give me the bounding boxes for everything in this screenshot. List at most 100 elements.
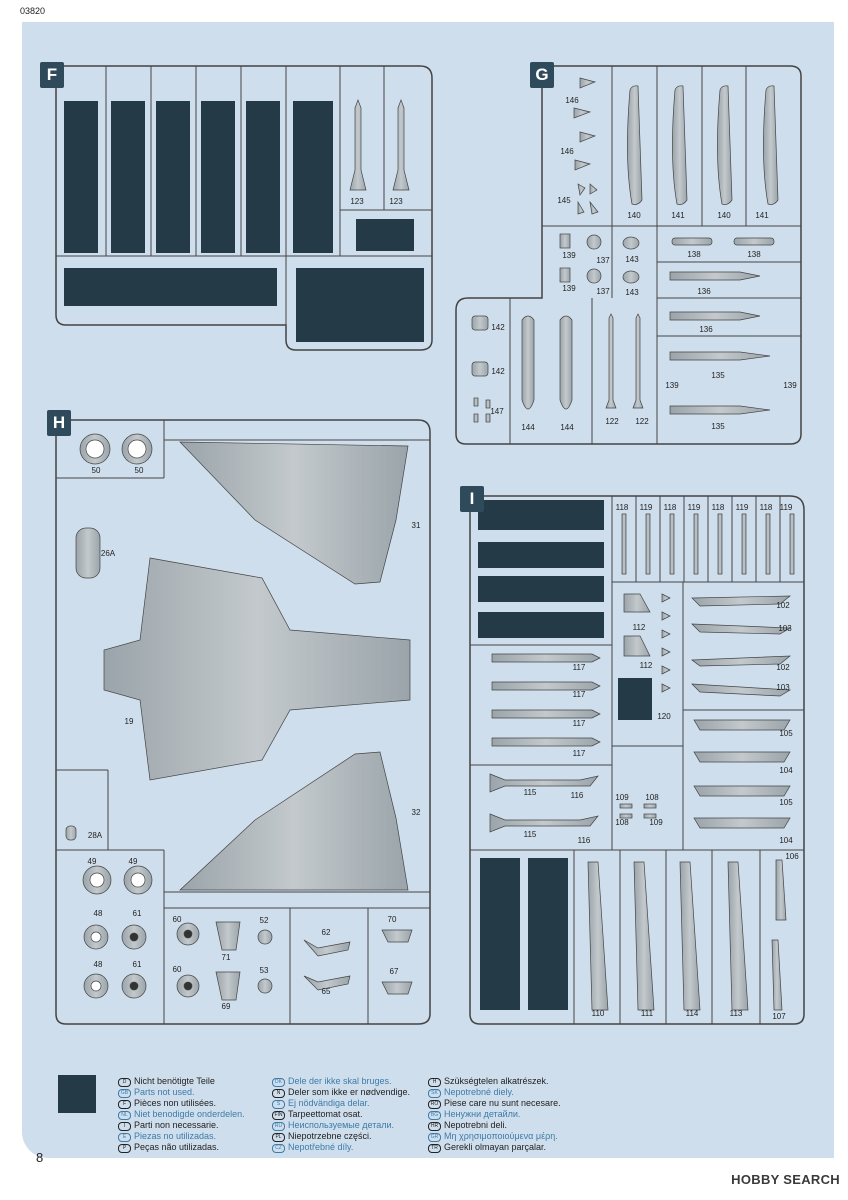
- part-number-label: 144: [560, 423, 574, 432]
- part-number-label: 115: [524, 830, 537, 839]
- part-number-label: 49: [88, 857, 97, 866]
- legend-text: Неиспользуемые детали.: [288, 1120, 395, 1130]
- part-number-label: 146: [560, 147, 574, 156]
- sprue-f-missiles: [349, 99, 410, 191]
- part-number-label: 123: [389, 197, 403, 206]
- part-number-label: 135: [711, 422, 725, 431]
- part-number-label: 102: [776, 663, 790, 672]
- language-badge: PL: [272, 1133, 285, 1142]
- part-number-label: 142: [491, 323, 505, 332]
- part-number-label: 112: [640, 661, 653, 670]
- part-number-label: 119: [688, 503, 701, 512]
- part-number-label: 113: [730, 1009, 743, 1018]
- legend-text: Parti non necessarie.: [134, 1120, 219, 1130]
- part-number-label: 136: [697, 287, 711, 296]
- part-number-label: 62: [322, 928, 331, 937]
- legend-text: Nepotrebné diely.: [444, 1087, 514, 1097]
- part-number-label: 105: [779, 729, 793, 738]
- legend-text: Ej nödvändiga delar.: [288, 1098, 370, 1108]
- language-badge: NL: [118, 1111, 131, 1120]
- part-number-label: 19: [125, 717, 134, 726]
- part-number-label: 117: [573, 690, 586, 699]
- legend-text: Nepotrebni deli.: [444, 1120, 508, 1130]
- legend-text: Parts not used.: [134, 1087, 195, 1097]
- part-number-label: 26A: [101, 549, 116, 558]
- language-badge: GR: [428, 1133, 441, 1142]
- part-number-label: 69: [222, 1002, 231, 1011]
- part-number-label: 106: [785, 852, 799, 861]
- part-number-label: 139: [562, 284, 576, 293]
- language-badge: TR: [428, 1144, 441, 1153]
- unused-parts-swatch: [58, 1075, 96, 1113]
- part-number-label: 60: [173, 915, 182, 924]
- part-number-label: 28A: [88, 831, 103, 840]
- legend-text: Tarpeettomat osat.: [288, 1109, 363, 1119]
- language-badge: S: [272, 1100, 285, 1109]
- part-number-label: 141: [755, 211, 769, 220]
- sprue-f-unused-parts: [64, 101, 424, 342]
- part-number-label: 111: [641, 1009, 654, 1018]
- part-number-label: 137: [596, 256, 610, 265]
- language-badge: E: [118, 1133, 131, 1142]
- part-number-label: 65: [322, 987, 331, 996]
- sprue-f: [55, 65, 433, 351]
- part-number-label: 140: [717, 211, 731, 220]
- part-number-label: 105: [779, 798, 793, 807]
- legend-text: Nicht benötigte Teile: [134, 1076, 215, 1086]
- part-number-label: 144: [521, 423, 535, 432]
- part-number-label: 115: [524, 788, 537, 797]
- sprue-letter-h: H: [47, 410, 71, 436]
- part-number-label: 142: [491, 367, 505, 376]
- part-number-label: 137: [596, 287, 610, 296]
- language-badge: F: [118, 1100, 131, 1109]
- part-number-label: 145: [557, 196, 571, 205]
- part-number-label: 117: [573, 719, 586, 728]
- part-number-label: 60: [173, 965, 182, 974]
- part-number-label: 32: [412, 808, 421, 817]
- part-number-label: 67: [390, 967, 399, 976]
- sprue-letter-f: F: [40, 62, 64, 88]
- language-badge: I: [118, 1122, 131, 1131]
- part-number-label: 61: [133, 909, 142, 918]
- legend-text: Nepotřebné díly.: [288, 1142, 354, 1152]
- part-number-label: 71: [222, 953, 231, 962]
- legend-text: Peças não utilizadas.: [134, 1142, 220, 1152]
- part-number-label: 110: [592, 1009, 605, 1018]
- part-number-label: 139: [783, 381, 797, 390]
- sprue-h: [55, 419, 431, 1025]
- part-number-label: 122: [605, 417, 619, 426]
- sprue-i-parts: [489, 513, 795, 1011]
- part-number-label: 143: [625, 255, 639, 264]
- language-badge: BG: [428, 1111, 441, 1120]
- part-number-label: 52: [260, 916, 269, 925]
- legend-text: Szükségtelen alkatrészek.: [444, 1076, 549, 1086]
- part-number-label: 119: [780, 503, 793, 512]
- part-number-label: 138: [687, 250, 701, 259]
- language-badge: RU: [272, 1122, 285, 1131]
- part-number-label: 117: [573, 749, 586, 758]
- part-number-label: 103: [776, 683, 790, 692]
- part-number-label: 119: [640, 503, 653, 512]
- part-number-label: 50: [135, 466, 144, 475]
- part-number-label: 116: [578, 836, 591, 845]
- language-badge: H: [428, 1078, 441, 1087]
- language-badge: GB: [118, 1089, 131, 1098]
- sprue-g: [455, 65, 802, 445]
